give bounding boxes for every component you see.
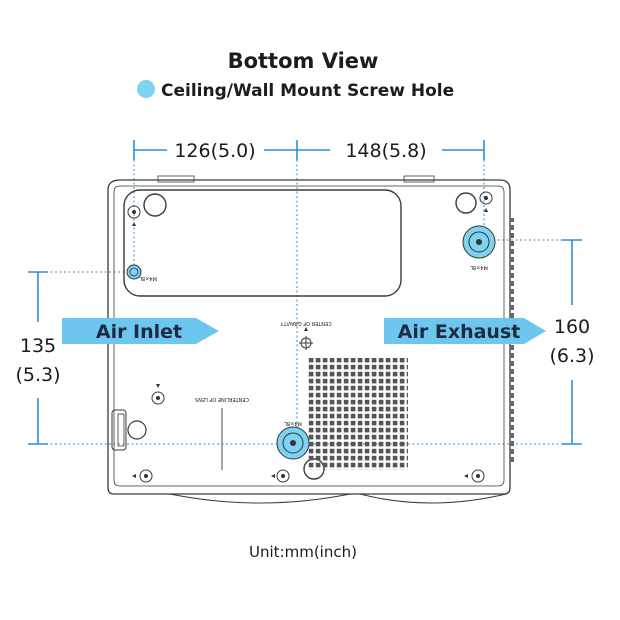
right-height-dimension-line <box>562 239 582 445</box>
center-of-gravity-marker <box>299 336 313 350</box>
air-inlet-label: Air Inlet <box>96 321 182 343</box>
bottom-panel-cover <box>123 189 402 297</box>
right-height-inch: (6.3) <box>549 345 594 367</box>
centerline-of-lens-label: CENTERLINE OF LENS <box>195 396 249 402</box>
legend-label: Ceiling/Wall Mount Screw Hole <box>161 81 454 101</box>
rubber-feet <box>127 192 477 480</box>
legend-screw-hole-swatch <box>137 80 155 98</box>
mount-screw-holes <box>126 225 496 460</box>
screw-size-label-left: M4×8L <box>139 275 157 281</box>
left-height-mm: 135 <box>20 335 56 357</box>
air-exhaust-label: Air Exhaust <box>398 321 521 343</box>
air-inlet-arrow <box>62 318 219 344</box>
top-dimension-lines <box>133 140 485 160</box>
screw-size-label-right: M4×8L <box>470 264 488 270</box>
air-exhaust-arrow <box>384 318 546 344</box>
small-screws <box>127 191 493 483</box>
right-height-mm: 160 <box>554 316 590 338</box>
right-width-dimension: 148(5.8) <box>345 140 426 162</box>
page-title: Bottom View <box>228 49 379 73</box>
air-vent-grille <box>308 358 408 470</box>
left-width-dimension: 126(5.0) <box>174 140 255 162</box>
unit-note: Unit:mm(inch) <box>249 543 357 561</box>
screw-size-label-bottom: M4×8L <box>284 420 302 426</box>
left-height-dimension-line <box>28 271 48 445</box>
left-height-inch: (5.3) <box>15 364 60 386</box>
reference-dashed-lines <box>28 160 582 445</box>
center-of-gravity-label: CENTER OF GRAVITY <box>279 320 331 326</box>
